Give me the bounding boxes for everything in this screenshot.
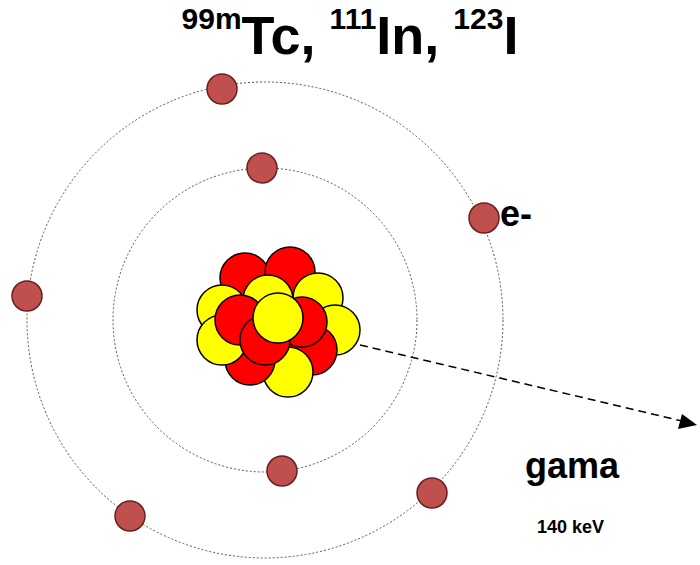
gamma-ray	[360, 345, 682, 421]
inner-orbit	[113, 168, 417, 472]
element-symbol: Tc,	[242, 5, 316, 65]
mass-number: 111	[330, 2, 377, 35]
electron-label: e-	[500, 196, 532, 232]
mass-number: 123	[453, 2, 503, 35]
gamma-label: gama	[525, 448, 619, 484]
outer-orbit	[27, 82, 503, 558]
element-symbol: In,	[376, 5, 439, 65]
energy-label: 140 keV	[537, 518, 604, 536]
element-symbol: I	[503, 5, 518, 65]
title-row: 99mTc,111In,123I	[0, 8, 700, 62]
mass-number: 99m	[182, 2, 242, 35]
electrons	[12, 74, 499, 531]
nucleus	[197, 247, 360, 397]
arrowhead	[678, 414, 697, 429]
